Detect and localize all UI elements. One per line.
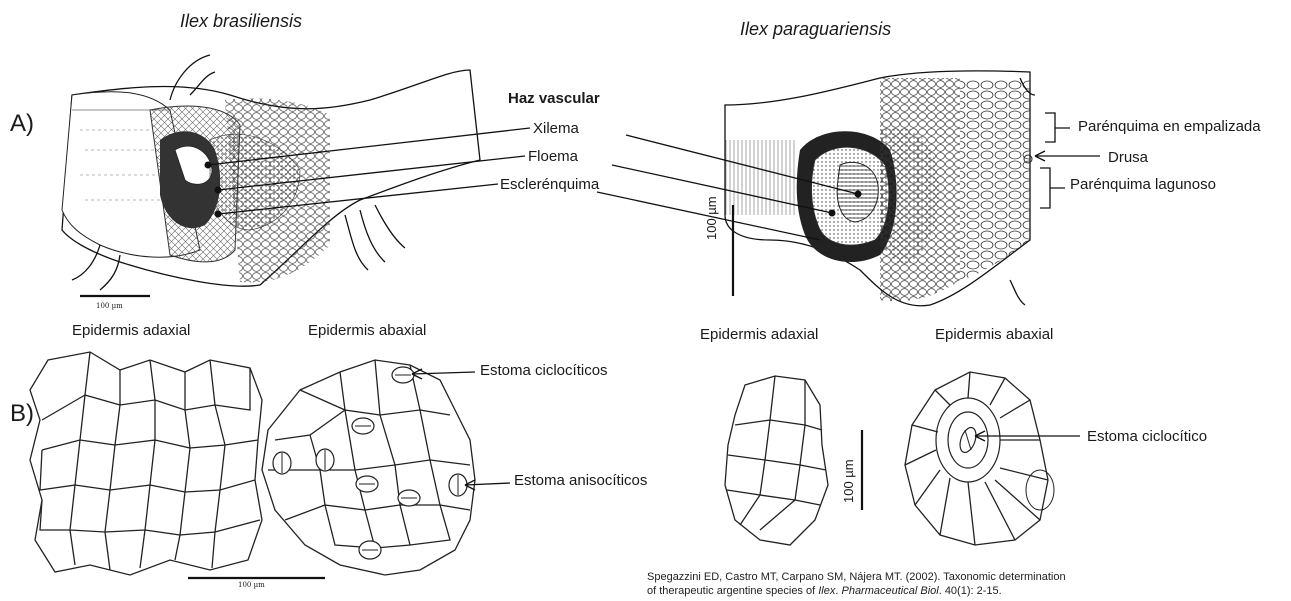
leaf-section-left [62, 55, 530, 296]
epidermis-abaxial-left-cells [262, 360, 510, 575]
epidermis-adaxial-right-cells [725, 376, 862, 545]
leaf-section-right [597, 71, 1100, 306]
epidermis-abaxial-right-cells [905, 372, 1080, 545]
